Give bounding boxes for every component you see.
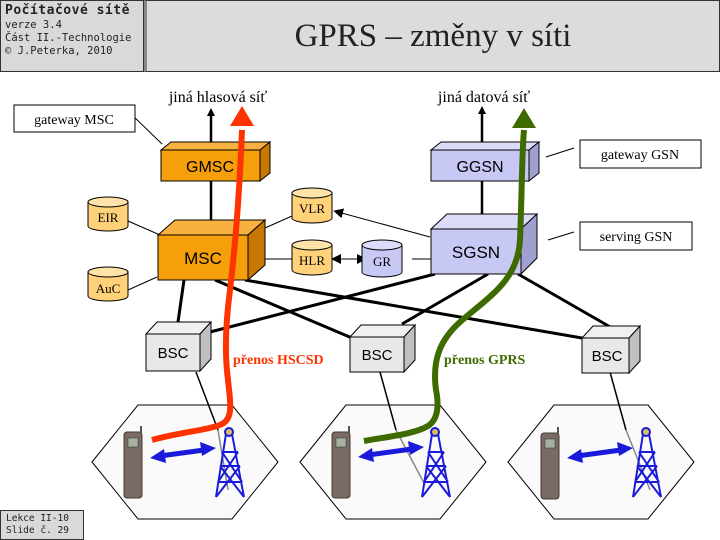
bsc-1-label: BSC (158, 345, 189, 362)
cell-tower-icon-1 (215, 427, 245, 498)
link-bsc1-tower1 (195, 371, 219, 431)
eir-database[interactable]: EIR (87, 196, 129, 232)
cell-2 (299, 404, 487, 520)
radio-link-arrow-1 (150, 442, 216, 463)
auc-database[interactable]: AuC (87, 266, 129, 302)
hlr-label: HLR (299, 253, 325, 268)
eir-label: EIR (98, 210, 119, 225)
vlr-database[interactable]: VLR (291, 187, 333, 224)
radio-link-arrow-2 (358, 441, 424, 462)
auc-label: AuC (96, 281, 121, 296)
svg-text:gateway MSC: gateway MSC (34, 113, 114, 128)
version-label: verze 3.4 (5, 19, 62, 31)
sgsn-label: SGSN (452, 243, 500, 262)
hscsd-path-label: přenos HSCSD (233, 353, 324, 368)
callout-line-gateway-gsn (545, 147, 575, 158)
link-msc-vlr (264, 215, 293, 229)
cell-1 (91, 404, 279, 520)
link-eir-msc (127, 220, 161, 236)
svg-text:serving GSN: serving GSN (600, 230, 673, 245)
gr-database[interactable]: GR (361, 239, 403, 278)
course-info-panel: Počítačové sítě verze 3.4 Část II.-Techn… (0, 0, 144, 72)
link-bsc3-tower3 (609, 371, 627, 431)
callout-gateway-msc: gateway MSC (13, 104, 136, 133)
lesson-label: Lekce II-10 (6, 513, 69, 524)
link-msc-bsc1 (176, 279, 186, 323)
cell-tower-icon-2 (421, 427, 451, 498)
mobile-phone-icon-3 (540, 427, 560, 500)
callout-gateway-gsn: gateway GSN (579, 139, 702, 169)
msc-node[interactable]: MSC (156, 218, 267, 282)
copyright-label: © J.Peterka, 2010 (5, 45, 113, 57)
link-sgsn-vlr (333, 208, 431, 238)
gmsc-node[interactable]: GMSC (159, 140, 272, 183)
cell-3 (507, 404, 695, 520)
bsc-node-3[interactable]: BSC (580, 324, 642, 375)
link-bsc2-tower2 (379, 371, 397, 431)
link-sgsn-bsc1 (209, 272, 436, 334)
slide-footer: Lekce II-10 Slide č. 29 (0, 510, 84, 540)
gmsc-label: GMSC (186, 159, 234, 176)
external-voice-network-label: jiná hlasová síť (168, 89, 268, 106)
mobile-phone-icon-2 (331, 426, 351, 499)
link-msc-bsc2 (214, 278, 353, 340)
slide-number-label: Slide č. 29 (6, 525, 69, 536)
hscsd-path (151, 106, 254, 443)
ggsn-label: GGSN (456, 159, 503, 176)
bsc-3-label: BSC (592, 348, 623, 365)
callout-serving-gsn: serving GSN (579, 221, 693, 251)
bsc-node-1[interactable]: BSC (144, 320, 213, 373)
link-sgsn-bsc2 (401, 272, 489, 326)
gr-label: GR (373, 254, 391, 269)
svg-text:gateway GSN: gateway GSN (601, 148, 679, 163)
hlr-database[interactable]: HLR (291, 239, 333, 276)
gprs-path-label: přenos GPRS (444, 353, 526, 368)
callout-line-serving-gsn (547, 231, 575, 241)
bsc-node-2[interactable]: BSC (348, 323, 417, 374)
sgsn-node[interactable]: SGSN (429, 212, 539, 276)
gprs-path (363, 108, 536, 444)
cell-tower-icon-3 (632, 427, 662, 498)
link-msc-bsc3 (244, 278, 583, 340)
link-auc-msc (127, 276, 158, 291)
link-sgsn-bsc3 (517, 272, 613, 330)
course-title: Počítačové sítě (5, 3, 130, 18)
radio-link-arrow-3 (567, 442, 633, 463)
mobile-phone-icon-1 (123, 426, 143, 499)
slide-title: GPRS – změny v síti (144, 0, 720, 72)
msc-label: MSC (184, 249, 222, 268)
vlr-label: VLR (299, 201, 325, 216)
external-data-network-label: jiná datová síť (437, 89, 530, 106)
ggsn-node[interactable]: GGSN (429, 140, 541, 183)
part-label: Část II.-Technologie (5, 32, 132, 44)
bsc-2-label: BSC (362, 347, 393, 364)
